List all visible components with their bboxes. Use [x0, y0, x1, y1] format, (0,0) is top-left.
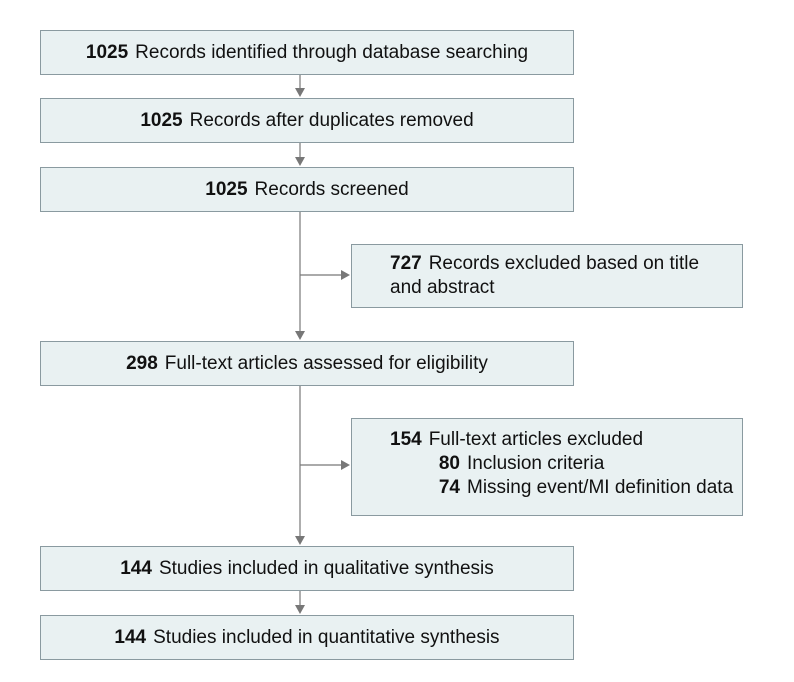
count: 1025 — [140, 109, 183, 131]
fulltext-excluded-header: 154 Full-text articles excluded — [390, 428, 730, 452]
label: Studies included in qualitative synthesi… — [158, 557, 494, 579]
count: 154 — [390, 429, 422, 450]
arrowhead — [295, 157, 305, 166]
arrowhead — [341, 460, 350, 470]
excluded-title-line-2: and abstract — [390, 276, 730, 300]
label: Records identified through database sear… — [135, 41, 529, 63]
arrowhead — [295, 536, 305, 545]
box-qualitative-synthesis: 144 Studies included in qualitative synt… — [40, 546, 574, 591]
count: 1025 — [85, 41, 129, 63]
count: 144 — [120, 557, 152, 579]
arrowhead — [295, 88, 305, 97]
label: Full-text articles excluded — [428, 429, 644, 450]
label: Full-text articles assessed for eligibil… — [164, 352, 488, 374]
box-excluded-title-abstract: 727 Records excluded based on title and a… — [351, 244, 743, 308]
box-fulltext-assessed: 298 Full-text articles assessed for elig… — [40, 341, 574, 386]
box-records-identified: 1025 Records identified through database… — [40, 30, 574, 75]
excluded-title-line-1: 727 Records excluded based on title — [390, 252, 730, 276]
count: 727 — [390, 253, 422, 274]
arrowhead — [295, 605, 305, 614]
box-after-duplicates: 1025 Records after duplicates removed — [40, 98, 574, 143]
count: 74 — [438, 477, 460, 498]
label: Studies included in quantitative synthes… — [153, 626, 500, 648]
arrowhead — [341, 270, 350, 280]
box-records-screened: 1025 Records screened — [40, 167, 574, 212]
label: Records excluded based on title — [428, 253, 700, 274]
exclusion-reason: 80 Inclusion criteria — [390, 452, 730, 476]
count: 298 — [126, 352, 158, 374]
label-continued: and abstract — [390, 277, 495, 298]
box-quantitative-synthesis: 144 Studies included in quantitative syn… — [40, 615, 574, 660]
label: Records screened — [254, 178, 409, 200]
label: Records after duplicates removed — [189, 109, 474, 131]
count: 144 — [114, 626, 147, 648]
arrowhead — [295, 331, 305, 340]
count: 80 — [438, 453, 460, 474]
exclusion-reason: 74 Missing event/MI definition data — [390, 476, 734, 500]
label: Missing event/MI definition data — [467, 477, 734, 498]
label: Inclusion criteria — [467, 453, 605, 474]
count: 1025 — [205, 178, 248, 200]
box-fulltext-excluded: 154 Full-text articles excluded 80 Inclusi… — [351, 418, 743, 516]
